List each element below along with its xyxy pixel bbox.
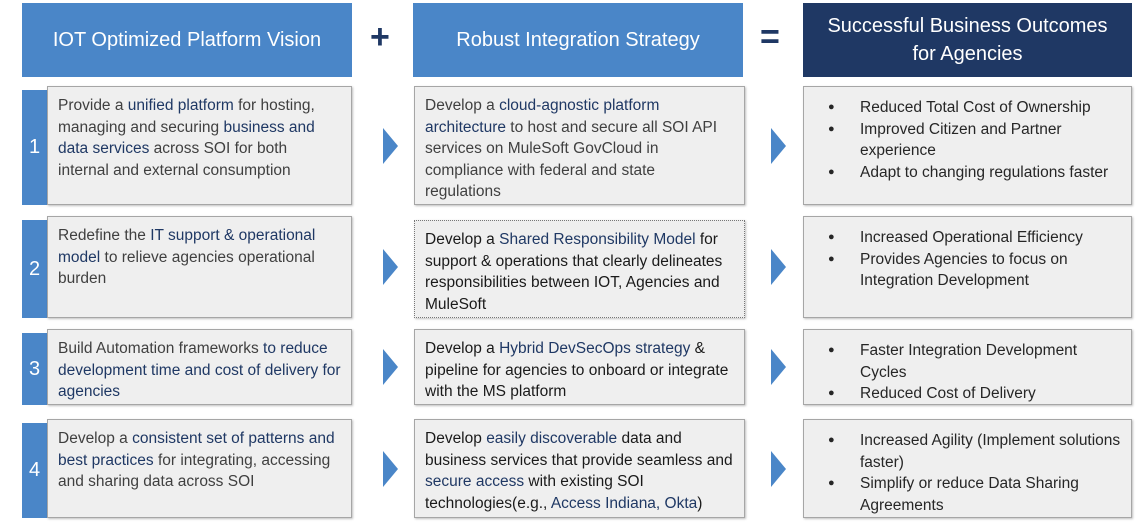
outcomes-box: Increased Agility (Implement solutions f… — [803, 419, 1132, 518]
outcome-item: Increased Agility (Implement solutions f… — [828, 430, 1121, 473]
outcome-item: Reduced Cost of Delivery — [828, 383, 1121, 405]
text-segment: unified platform — [127, 97, 234, 114]
text-segment: Build Automation frameworks — [58, 340, 264, 357]
outcomes-box: Reduced Total Cost of OwnershipImproved … — [803, 86, 1132, 205]
text-segment: Hybrid DevSecOps strategy — [499, 340, 691, 357]
text-segment: to reduce development time and cost of d… — [58, 340, 341, 400]
text-segment: Access Indiana, Okta — [550, 494, 698, 512]
strategy-box: Develop a cloud-agnostic platform archit… — [414, 86, 745, 205]
plus-sign: + — [370, 18, 390, 56]
vision-box: Redefine the IT support & operational mo… — [47, 216, 352, 318]
outcomes-list: Increased Operational EfficiencyProvides… — [814, 227, 1121, 292]
text-segment: Develop a — [425, 340, 500, 357]
text-segment: business and data services — [58, 118, 315, 158]
text-segment: with existing SOI technologies(e.g., — [425, 473, 644, 512]
arrow-right-icon — [383, 450, 398, 487]
text-segment: Shared Responsibility Model — [499, 231, 696, 248]
vision-box: Provide a unified platform for hosting, … — [47, 86, 352, 205]
arrow-right-icon — [383, 127, 398, 164]
outcome-item: Provides Agencies to focus on Integratio… — [828, 249, 1121, 292]
arrow-right-icon — [771, 127, 786, 164]
outcomes-list: Increased Agility (Implement solutions f… — [814, 430, 1121, 516]
outcome-item: Reduced Total Cost of Ownership — [828, 97, 1121, 119]
text-segment: Develop a — [425, 231, 500, 248]
text-segment: & pipeline for agencies to onboard or in… — [425, 340, 729, 400]
arrow-right-icon — [383, 349, 398, 385]
equals-sign: = — [760, 18, 780, 56]
outcome-item: Simplify or reduce Data Sharing Agreemen… — [828, 473, 1121, 516]
header-integration-strategy: Robust Integration Strategy — [413, 3, 743, 77]
text-segment: data and business services that provide … — [425, 430, 733, 469]
text-segment: Develop — [425, 430, 487, 447]
strategy-box: Develop a Hybrid DevSecOps strategy & pi… — [414, 329, 745, 405]
text-segment: Develop a — [425, 97, 500, 114]
outcome-item: Increased Operational Efficiency — [828, 227, 1121, 249]
text-segment: Develop a — [58, 430, 133, 447]
row-number: 2 — [22, 220, 47, 318]
vision-box: Develop a consistent set of patterns and… — [47, 419, 352, 518]
text-segment: for hosting, managing and securing — [58, 97, 315, 136]
text-segment: consistent set of patterns and best prac… — [58, 430, 335, 469]
arrow-right-icon — [771, 349, 786, 385]
outcomes-list: Faster Integration Development CyclesRed… — [814, 340, 1121, 405]
text-segment: Redefine the — [58, 227, 151, 244]
outcomes-box: Increased Operational EfficiencyProvides… — [803, 216, 1132, 318]
text-segment: for support & operations that clearly de… — [425, 231, 723, 313]
text-segment: for integrating, accessing and sharing d… — [58, 451, 331, 491]
text-segment: Provide a — [58, 97, 128, 114]
outcome-item: Improved Citizen and Partner experience — [828, 119, 1121, 162]
arrow-right-icon — [771, 450, 786, 487]
text-segment: to host and secure all SOI API services … — [425, 118, 718, 201]
row-number: 3 — [22, 333, 47, 405]
text-segment: across SOI for both internal and externa… — [58, 140, 291, 179]
text-segment: IT support & operational model — [58, 227, 316, 266]
arrow-right-icon — [771, 249, 786, 285]
header-platform-vision: IOT Optimized Platform Vision — [22, 3, 352, 77]
text-segment: to relieve agencies operational burden — [58, 248, 315, 288]
text-segment: easily discoverable — [486, 430, 618, 447]
row-number: 1 — [22, 90, 47, 205]
text-segment: secure access — [425, 473, 525, 490]
header-business-outcomes: Successful Business Outcomes for Agencie… — [803, 3, 1132, 77]
strategy-box: Develop a Shared Responsibility Model fo… — [414, 220, 745, 318]
vision-box: Build Automation frameworks to reduce de… — [47, 329, 352, 405]
strategy-box: Develop easily discoverable data and bus… — [414, 419, 745, 518]
text-segment: cloud-agnostic platform architecture — [425, 97, 660, 136]
outcome-item: Faster Integration Development Cycles — [828, 340, 1121, 383]
row-number: 4 — [22, 423, 47, 518]
text-segment: ) — [697, 494, 703, 512]
outcome-item: Adapt to changing regulations faster — [828, 162, 1121, 184]
outcomes-box: Faster Integration Development CyclesRed… — [803, 329, 1132, 405]
arrow-right-icon — [383, 249, 398, 285]
outcomes-list: Reduced Total Cost of OwnershipImproved … — [814, 97, 1121, 183]
